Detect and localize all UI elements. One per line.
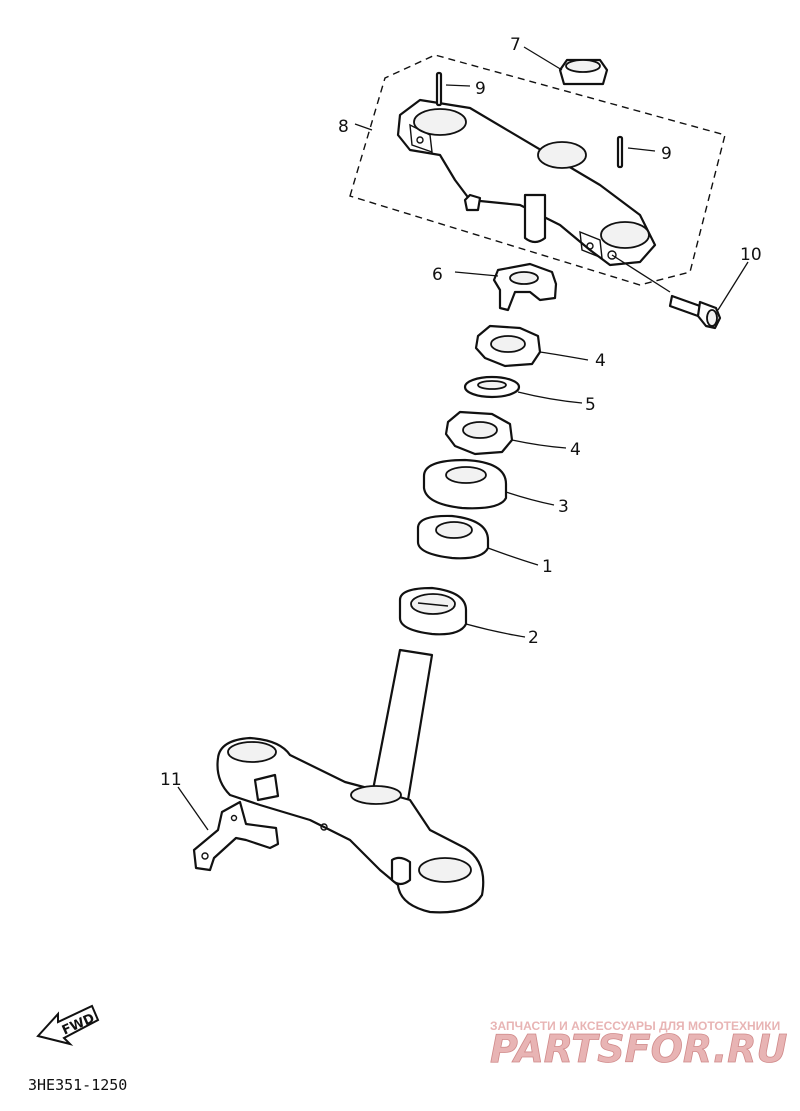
leader-11 bbox=[177, 786, 209, 831]
leader-10 bbox=[717, 261, 749, 311]
part-3-bearing-cover bbox=[422, 458, 508, 510]
leader-6 bbox=[454, 271, 499, 277]
part-1-bearing bbox=[416, 514, 490, 560]
part-8-upper-bracket bbox=[396, 98, 657, 267]
steering-stem-under-bracket bbox=[216, 648, 485, 914]
fwd-arrow: FWD bbox=[36, 1004, 100, 1046]
leader-3 bbox=[505, 491, 555, 506]
part-5-washer bbox=[463, 375, 521, 399]
callout-2: 2 bbox=[528, 628, 539, 648]
callout-4-upper: 4 bbox=[595, 351, 606, 371]
leader-9-right bbox=[627, 147, 656, 152]
watermark: ЗАПЧАСТИ И АКСЕССУАРЫ ДЛЯ МОТОТЕХНИКИ PA… bbox=[490, 1019, 788, 1071]
part-10-bolt bbox=[668, 294, 722, 330]
leader-1 bbox=[487, 547, 539, 566]
callout-3: 3 bbox=[558, 497, 569, 517]
leader-9-left bbox=[445, 84, 471, 87]
callout-6: 6 bbox=[432, 265, 443, 285]
part-4-ring-nut-upper bbox=[474, 324, 542, 368]
leader-lines bbox=[177, 46, 749, 831]
callout-1: 1 bbox=[542, 557, 553, 577]
callout-11: 11 bbox=[160, 770, 182, 790]
part-9-pin-right bbox=[616, 135, 624, 169]
part-4-ring-nut-lower bbox=[444, 410, 514, 456]
leader-2 bbox=[465, 623, 526, 638]
leader-10-to-bracket bbox=[611, 254, 671, 293]
callout-10: 10 bbox=[740, 245, 762, 265]
watermark-tagline: ЗАПЧАСТИ И АКСЕССУАРЫ ДЛЯ МОТОТЕХНИКИ bbox=[490, 1019, 780, 1033]
leader-4-lower bbox=[511, 439, 567, 449]
callout-7: 7 bbox=[510, 35, 521, 55]
callout-8: 8 bbox=[338, 117, 349, 137]
part-7-cap-nut bbox=[558, 58, 609, 86]
part-2-bearing-lower bbox=[398, 586, 468, 636]
callout-9-right: 9 bbox=[661, 144, 672, 164]
part-6-lock-washer bbox=[492, 262, 558, 312]
callout-5: 5 bbox=[585, 395, 596, 415]
diagram-code: 3HE351-1250 bbox=[28, 1076, 127, 1094]
watermark-logo: PARTSFOR.RU bbox=[490, 1027, 788, 1071]
leader-8 bbox=[354, 123, 373, 131]
part-11-bracket bbox=[192, 800, 280, 872]
part-9-pin-left bbox=[435, 71, 443, 107]
leader-4-upper bbox=[539, 351, 589, 361]
leader-7 bbox=[523, 46, 563, 71]
leader-5 bbox=[517, 391, 583, 404]
assembly-boundary-8 bbox=[349, 54, 726, 286]
callout-9-left: 9 bbox=[475, 79, 486, 99]
callout-4-lower: 4 bbox=[570, 440, 581, 460]
